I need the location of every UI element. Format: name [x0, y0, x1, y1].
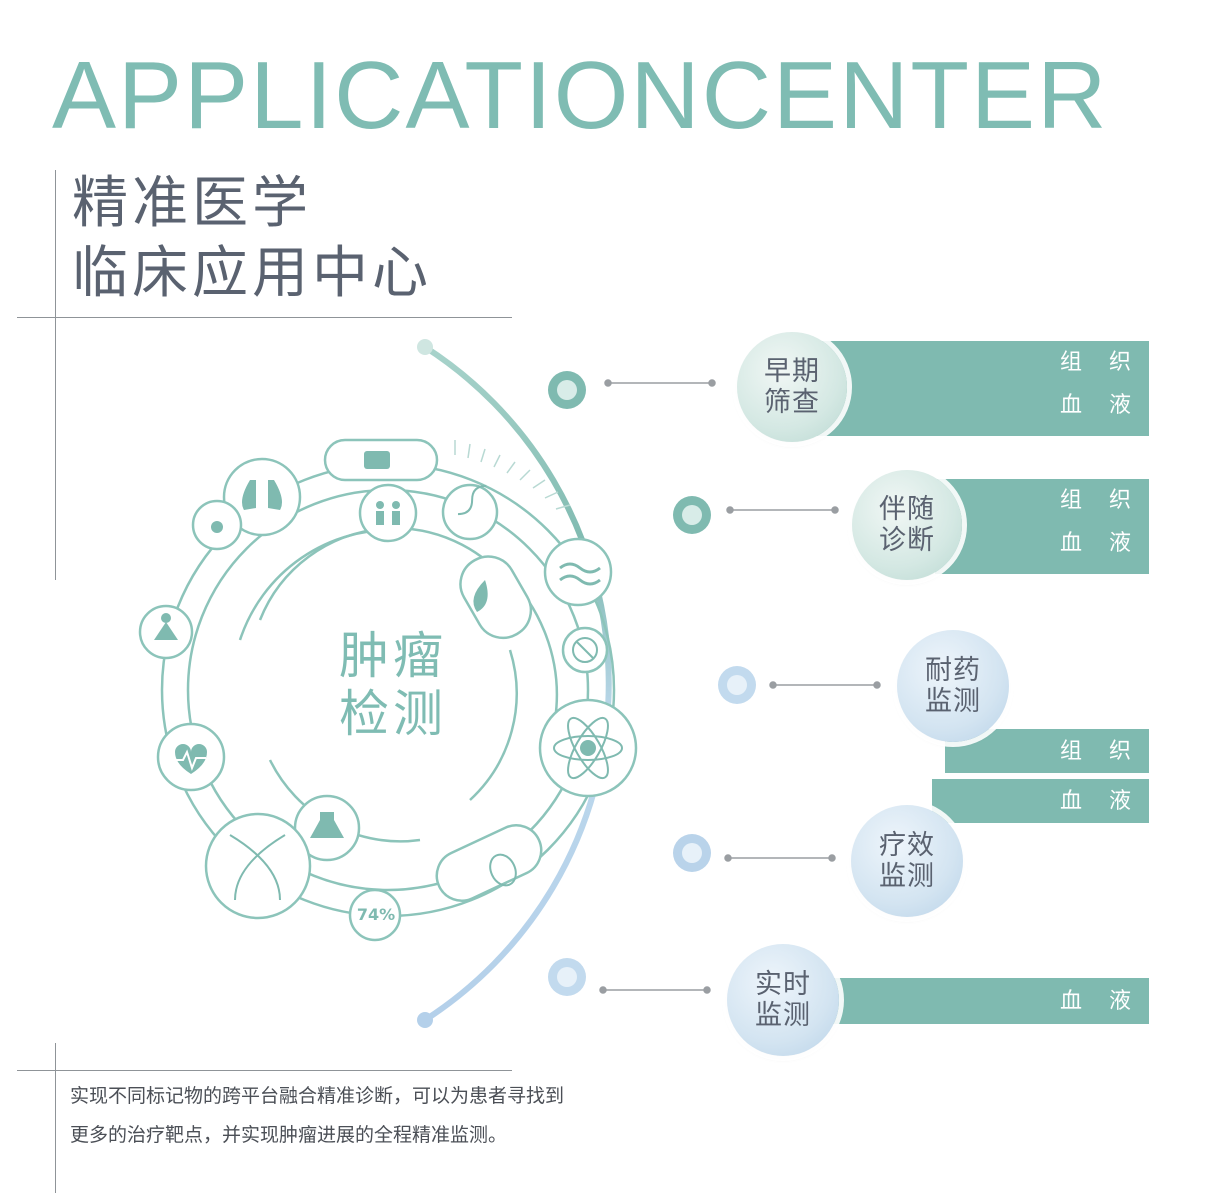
band-early-screening — [810, 341, 1149, 436]
center-label-line-2: 检测 — [339, 684, 447, 743]
lungs-icon — [222, 457, 302, 537]
timeline-arc — [422, 344, 612, 1023]
arc-end-bottom — [417, 1012, 433, 1028]
band-efficacy-monitoring — [932, 779, 1149, 823]
sample-tissue-3: 组 织 — [1060, 739, 1141, 764]
dna-icon — [441, 483, 499, 541]
horizontal-rule-top — [17, 317, 512, 318]
sample-tissue-1: 组 织 — [1060, 350, 1141, 375]
bubble-resistance-monitoring: 耐药 监测 — [897, 630, 1009, 742]
horizontal-rule-bottom — [17, 1070, 512, 1071]
people-icon — [358, 483, 418, 543]
bubble-realtime-monitoring: 实时 监测 — [727, 944, 839, 1056]
band-realtime-monitoring — [805, 978, 1149, 1024]
vertical-rule-top — [55, 170, 56, 580]
percent-icon — [348, 888, 402, 942]
sample-blood-4: 血 液 — [1060, 789, 1141, 814]
sample-tissue-2: 组 织 — [1060, 488, 1141, 513]
arc-end-top — [417, 339, 433, 355]
percent-badge: 74% — [356, 905, 396, 924]
pill-icon — [435, 824, 543, 902]
center-label: 肿瘤 检测 — [318, 627, 468, 743]
description-line-2: 更多的治疗靶点，并实现肿瘤进展的全程精准监测。 — [70, 1124, 508, 1146]
title-line-1: 精准医学 — [72, 171, 312, 236]
band-resistance-monitoring — [945, 729, 1149, 773]
sample-blood-5: 血 液 — [1060, 989, 1141, 1014]
headline: APPLICATIONCENTER — [52, 42, 1109, 149]
band-companion-diagnosis — [935, 479, 1149, 574]
bubble-efficacy-monitoring: 疗效 监测 — [851, 805, 963, 917]
dna-helix-icon — [204, 812, 312, 920]
drop-icon — [459, 555, 533, 640]
sample-blood-2: 血 液 — [1060, 531, 1141, 556]
bubble-early-screening: 早期 筛查 — [737, 332, 847, 442]
vertical-rule-bottom — [55, 1043, 56, 1193]
wave-icon — [543, 537, 613, 607]
sample-blood-1: 血 液 — [1060, 393, 1141, 418]
bubble-companion-diagnosis: 伴随 诊断 — [852, 470, 962, 580]
center-label-line-1: 肿瘤 — [339, 627, 447, 685]
title-line-2: 临床应用中心 — [72, 241, 432, 306]
description-line-1: 实现不同标记物的跨平台融合精准诊断，可以为患者寻找到 — [70, 1085, 565, 1107]
